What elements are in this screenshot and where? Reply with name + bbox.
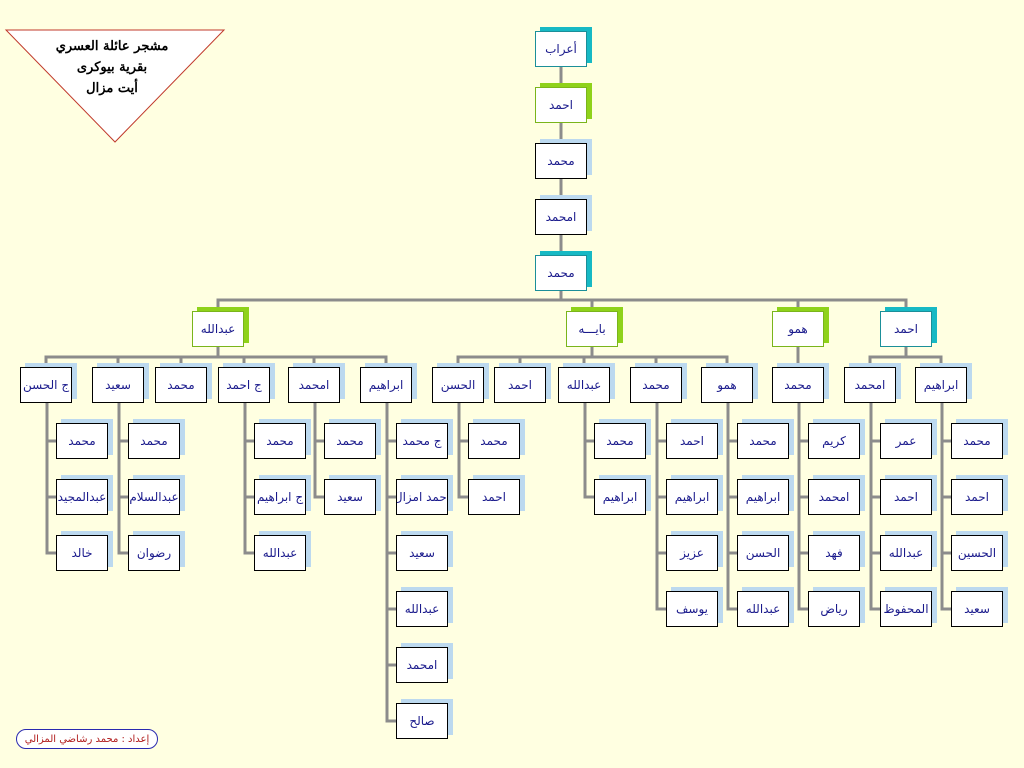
grandchild-node: سعيد xyxy=(324,479,376,515)
child-node: ج احمد xyxy=(218,367,270,403)
grandchild-node: امحمد xyxy=(396,647,448,683)
grandchild-node: كريم xyxy=(808,423,860,459)
grandchild-node: عبدالله xyxy=(396,591,448,627)
grandchild-node: عبدالمجيد xyxy=(56,479,108,515)
grandchild-node: امحمد xyxy=(808,479,860,515)
grandchild-node: احمد xyxy=(666,423,718,459)
child-node: امحمد xyxy=(844,367,896,403)
grandchild-node: صالح xyxy=(396,703,448,739)
grandchild-node: محمد xyxy=(594,423,646,459)
grandchild-node: عبدالله xyxy=(880,535,932,571)
grandchild-node: يوسف xyxy=(666,591,718,627)
grandchild-node: احمد xyxy=(468,479,520,515)
grandchild-node: الحسين xyxy=(951,535,1003,571)
branch-node: عبدالله xyxy=(192,311,244,347)
child-node: محمد xyxy=(772,367,824,403)
branch-node: احمد xyxy=(880,311,932,347)
child-node: ابراهيم xyxy=(915,367,967,403)
grandchild-node: ج محمد xyxy=(396,423,448,459)
grandchild-node: عبدالسلام xyxy=(128,479,180,515)
grandchild-node: رياض xyxy=(808,591,860,627)
title-line-2: بقرية بيوكرى xyxy=(76,60,148,75)
ancestor-node: محمد xyxy=(535,143,587,179)
child-node: ج الحسن xyxy=(20,367,72,403)
grandchild-node: عمر xyxy=(880,423,932,459)
child-node: همو xyxy=(701,367,753,403)
grandchild-node: محمد xyxy=(254,423,306,459)
grandchild-node: الحسن xyxy=(737,535,789,571)
grandchild-node: عبدالله xyxy=(737,591,789,627)
author-credit: إعداد : محمد رشاضي المزالي xyxy=(16,729,158,749)
grandchild-node: احمد xyxy=(880,479,932,515)
grandchild-node: محمد xyxy=(56,423,108,459)
grandchild-node: فهد xyxy=(808,535,860,571)
grandchild-node: عبدالله xyxy=(254,535,306,571)
branch-node: همو xyxy=(772,311,824,347)
grandchild-node: ابراهيم xyxy=(594,479,646,515)
title-triangle xyxy=(4,29,226,143)
child-node: الحسن xyxy=(432,367,484,403)
child-node: سعيد xyxy=(92,367,144,403)
grandchild-node: عزيز xyxy=(666,535,718,571)
ancestor-node: محمد xyxy=(535,255,587,291)
title-line-1: مشجر عائلة العسري xyxy=(55,39,169,54)
grandchild-node: محمد xyxy=(468,423,520,459)
grandchild-node: سعيد xyxy=(396,535,448,571)
child-node: محمد xyxy=(630,367,682,403)
child-node: احمد xyxy=(494,367,546,403)
child-node: ابراهيم xyxy=(360,367,412,403)
ancestor-node: احمد xyxy=(535,87,587,123)
grandchild-node: ابراهيم xyxy=(737,479,789,515)
grandchild-node: محمد xyxy=(951,423,1003,459)
child-node: عبدالله xyxy=(558,367,610,403)
grandchild-node: ج ابراهيم xyxy=(254,479,306,515)
child-node: محمد xyxy=(155,367,207,403)
grandchild-node: ابراهيم xyxy=(666,479,718,515)
title-line-3: أيت مزال xyxy=(86,81,138,96)
ancestor-node: أعراب xyxy=(535,31,587,67)
grandchild-node: احمد xyxy=(951,479,1003,515)
child-node: امحمد xyxy=(288,367,340,403)
ancestor-node: امحمد xyxy=(535,199,587,235)
branch-node: بايـــه xyxy=(566,311,618,347)
grandchild-node: رضوان xyxy=(128,535,180,571)
grandchild-node: خالد xyxy=(56,535,108,571)
grandchild-node: سعيد xyxy=(951,591,1003,627)
grandchild-node: محمد xyxy=(737,423,789,459)
grandchild-node: محمد xyxy=(324,423,376,459)
grandchild-node: احمد امزال xyxy=(396,479,448,515)
grandchild-node: محمد xyxy=(128,423,180,459)
grandchild-node: المحفوظ xyxy=(880,591,932,627)
